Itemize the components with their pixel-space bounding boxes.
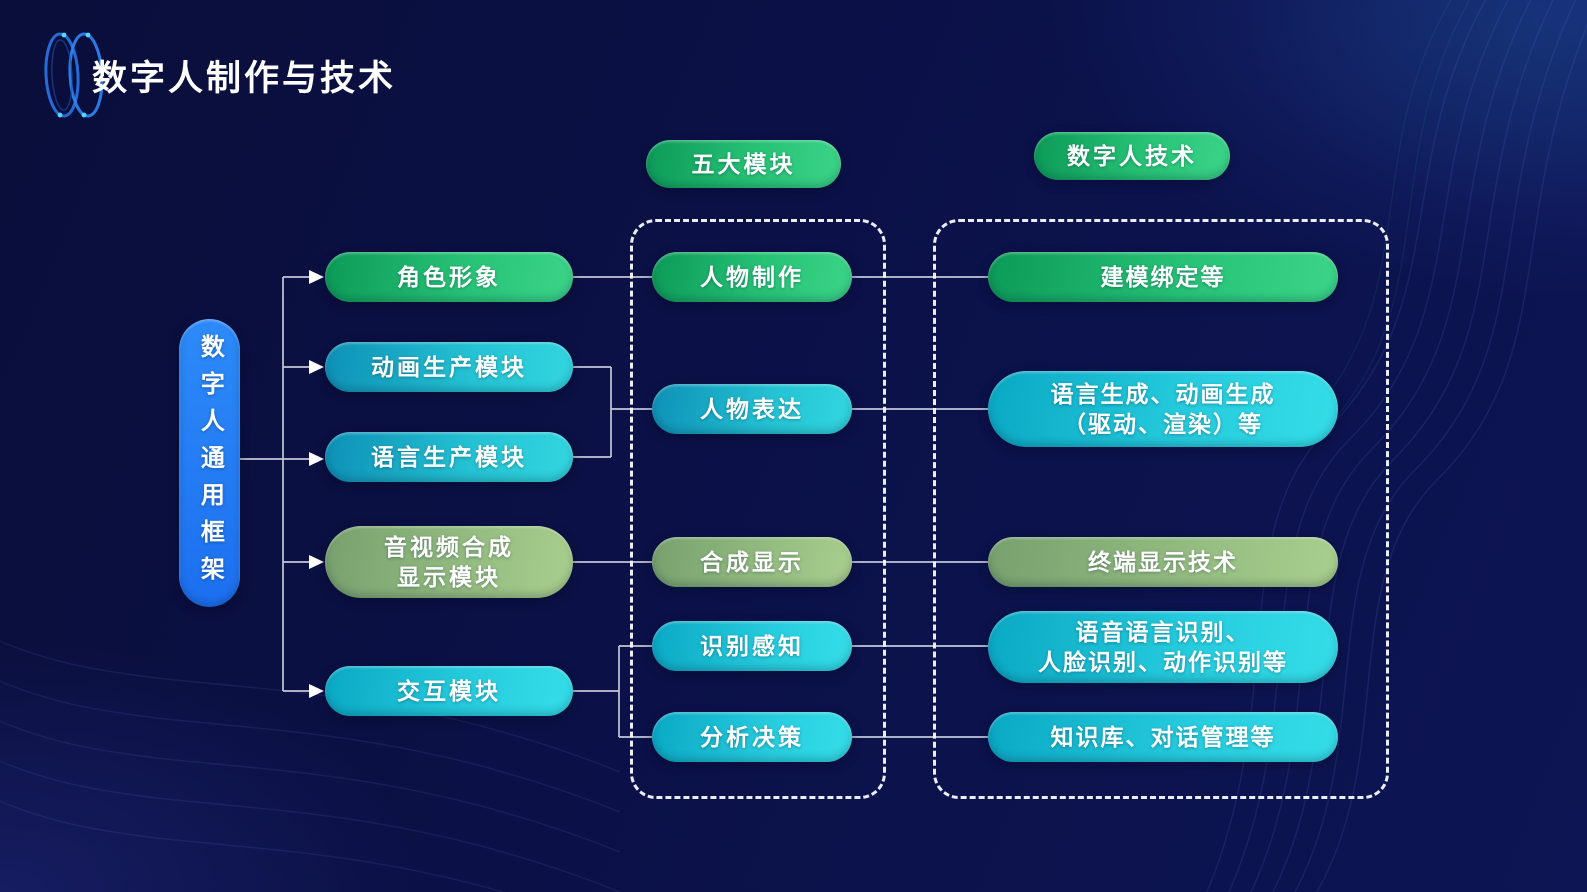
module-pill-interaction: 交互模块	[325, 666, 573, 716]
process-pill-recognition-perception: 识别感知	[652, 621, 852, 671]
wave-texture-left	[0, 640, 620, 892]
module-pill-animation-production: 动画生产模块	[325, 342, 573, 392]
process-pill-character-expression: 人物表达	[652, 384, 852, 434]
arrowheads	[309, 270, 324, 698]
tech-pill-generation-driving-rendering: 语言生成、动画生成 （驱动、渲染）等	[988, 371, 1338, 447]
tech-pill-knowledge-dialog-management: 知识库、对话管理等	[988, 712, 1338, 762]
badge-five-modules: 五大模块	[646, 140, 841, 188]
module-pill-character-image: 角色形象	[325, 252, 573, 302]
process-pill-character-creation: 人物制作	[652, 252, 852, 302]
framework-pill: 数字人通用框架	[179, 319, 240, 607]
module-pill-language-production: 语言生产模块	[325, 432, 573, 482]
module-pill-line1: 音视频合成	[384, 533, 514, 560]
slide-title: 数字人制作与技术	[92, 59, 397, 98]
tech-pill-line2: （驱动、渲染）等	[1063, 411, 1263, 437]
framework-label: 数字人通用框架	[196, 333, 224, 593]
process-pill-synthesis-display: 合成显示	[652, 537, 852, 587]
dashed-box-five-modules	[630, 219, 886, 799]
tech-pill-speech-face-action-recognition: 语音语言识别、 人脸识别、动作识别等	[988, 611, 1338, 683]
module-pill-line2: 显示模块	[397, 564, 501, 590]
badge-digital-human-tech: 数字人技术	[1034, 132, 1230, 180]
dashed-box-digital-tech	[933, 219, 1389, 799]
tech-pill-modeling-binding: 建模绑定等	[988, 252, 1338, 302]
tech-pill-line1: 语音语言识别、	[1075, 618, 1251, 645]
process-pill-analysis-decision: 分析决策	[652, 712, 852, 762]
tech-pill-line2: 人脸识别、动作识别等	[1038, 649, 1288, 675]
tech-pill-line1: 语言生成、动画生成	[1050, 380, 1276, 407]
module-pill-av-synthesis-display: 音视频合成 显示模块	[325, 526, 573, 598]
tech-pill-terminal-display: 终端显示技术	[988, 537, 1338, 587]
